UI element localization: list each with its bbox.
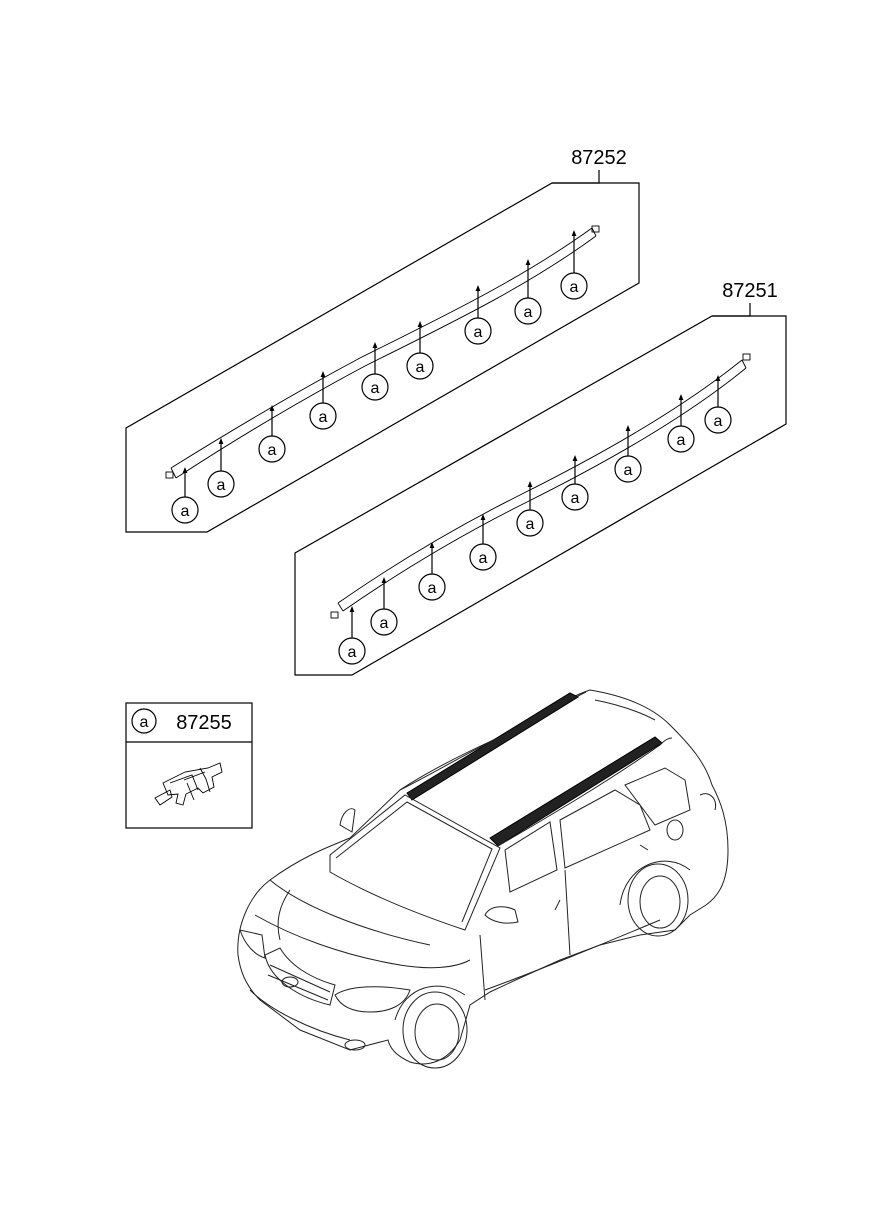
upper-clip-callouts: a a a a a a a a a <box>171 230 588 524</box>
lower-clip-callout-letter: a <box>624 462 633 479</box>
lower-clip-callout-letter: a <box>428 580 437 597</box>
upper-moulding-group: 87252 a a a a a a a a a <box>125 147 640 533</box>
lower-clip-callout-circle <box>338 637 366 665</box>
lower-clip-callout-circle <box>561 483 589 511</box>
lower-clip-callout-circle <box>370 608 398 636</box>
leader-line-87252 <box>552 170 600 184</box>
upper-clip-callout-letter: a <box>181 503 190 520</box>
part-number-87255: 87255 <box>176 712 232 734</box>
lower-clip-callouts: a a a a a a a a a <box>338 375 732 665</box>
vehicle-illustration <box>237 689 729 1069</box>
upper-clip-callout-circle <box>258 435 286 463</box>
lower-moulding-group: 87251 a a a a a a a a a <box>294 280 787 676</box>
upper-clip-callout-letter: a <box>474 324 483 341</box>
upper-clip-callout-letter: a <box>217 477 226 494</box>
lower-clip-callout-circle <box>704 406 732 434</box>
lower-clip-callout-letter: a <box>348 644 357 661</box>
upper-clip-callout-circle <box>207 470 235 498</box>
lower-clip-callout-circle <box>614 455 642 483</box>
lower-clip-callout-letter: a <box>526 516 535 533</box>
clip-illustration <box>154 762 223 806</box>
lower-clip-callout-letter: a <box>380 615 389 632</box>
lower-clip-callout-letter: a <box>714 413 723 430</box>
part-number-87251: 87251 <box>722 280 778 302</box>
upper-group-outline <box>125 182 640 533</box>
upper-clip-callout-letter: a <box>570 279 579 296</box>
lower-clip-callout-letter: a <box>677 432 686 449</box>
upper-clip-callout-circle <box>464 317 492 345</box>
upper-clip-callout-letter: a <box>319 409 328 426</box>
upper-clip-callout-letter: a <box>371 380 380 397</box>
roof-rack-moulding-upper <box>165 225 600 479</box>
upper-clip-callout-circle <box>309 402 337 430</box>
lower-clip-callout-circle <box>667 425 695 453</box>
lower-group-outline <box>294 315 787 676</box>
roof-rack-moulding-lower <box>330 353 751 619</box>
upper-clip-callout-letter: a <box>416 359 425 376</box>
lower-clip-callout-circle <box>418 573 446 601</box>
leader-line-87251 <box>712 303 751 317</box>
lower-clip-callout-letter: a <box>571 490 580 507</box>
lower-clip-callout-letter: a <box>479 550 488 567</box>
part-number-87252: 87252 <box>571 147 627 169</box>
legend-callout-letter: a <box>140 714 149 731</box>
upper-clip-callout-circle <box>171 496 199 524</box>
upper-clip-callout-circle <box>406 352 434 380</box>
clip-legend-box: a 87255 <box>125 702 253 829</box>
upper-clip-callout-circle <box>560 272 588 300</box>
upper-clip-callout-letter: a <box>268 442 277 459</box>
upper-clip-callout-circle <box>514 297 542 325</box>
upper-clip-callout-letter: a <box>524 304 533 321</box>
lower-clip-callout-circle <box>516 509 544 537</box>
lower-clip-callout-circle <box>469 543 497 571</box>
upper-clip-callout-circle <box>361 373 389 401</box>
